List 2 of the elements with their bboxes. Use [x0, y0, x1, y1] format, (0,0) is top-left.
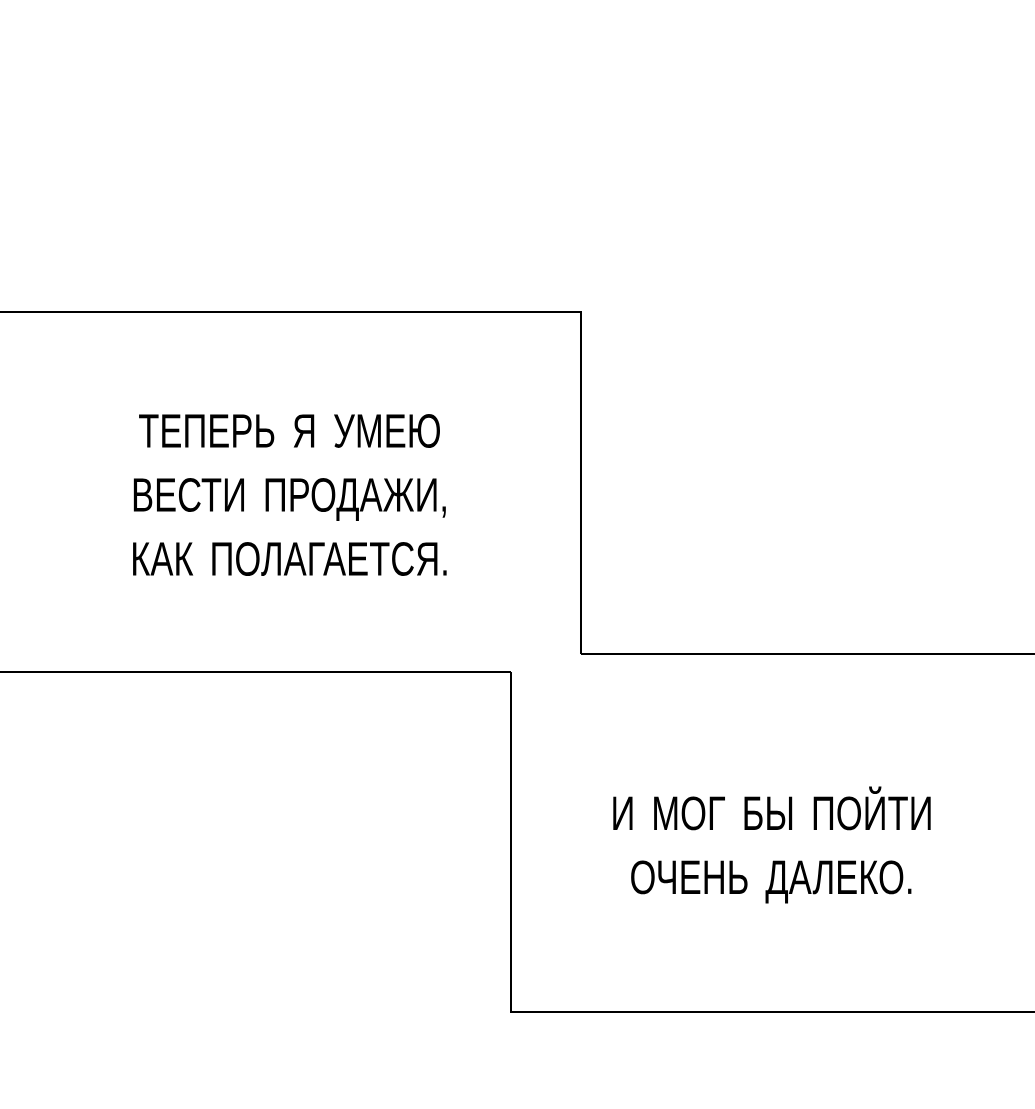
caption-box: И МОГ БЫ ПОЙТИ ОЧЕНЬ ДАЛЕКО. [510, 653, 1035, 1013]
caption-box: ТЕПЕРЬ Я УМЕЮ ВЕСТИ ПРОДАЖИ, КАК ПОЛАГАЕТСЯ. [0, 311, 582, 673]
